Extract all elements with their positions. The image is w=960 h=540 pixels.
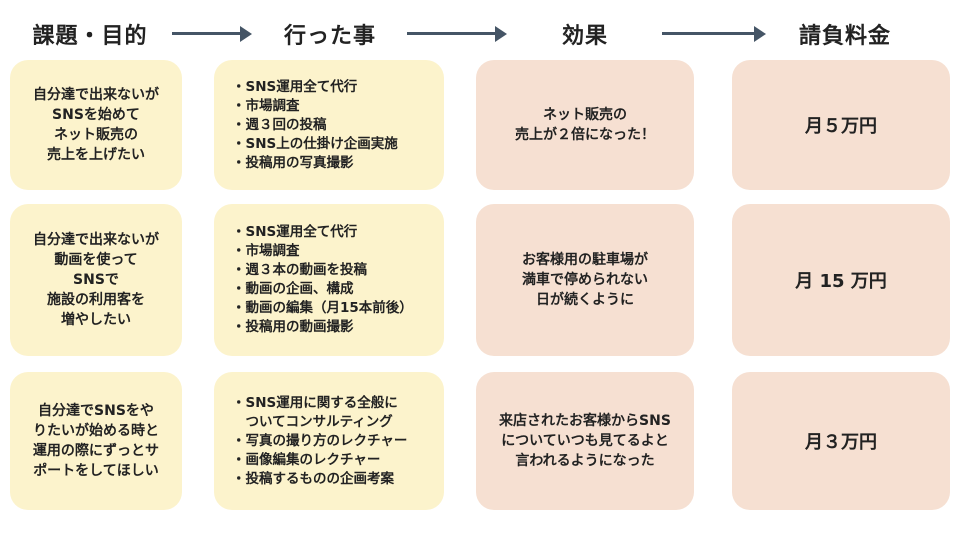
action-item: ・週３本の動画を投稿 (232, 262, 367, 278)
effect-card: お客様用の駐車場が 満車で停められない 日が続くように (476, 204, 694, 356)
actions-list: ・SNS運用全て代行 ・市場調査 ・週３回の投稿 ・SNS上の仕掛け企画実施 ・… (232, 78, 398, 173)
header-fee: 請負料金 (798, 24, 891, 49)
issue-text: 自分達で出来ないが SNSを始めて ネット販売の 売上を上げたい (33, 87, 159, 163)
fee-text: 月３万円 (805, 432, 877, 453)
fee-card: 月 15 万円 (732, 204, 950, 356)
issue-text: 自分達でSNSをや りたいが始める時と 運用の際にずっとサ ポートをしてほしい (32, 403, 160, 479)
header-actions: 行った事 (283, 24, 376, 49)
header-issue: 課題・目的 (32, 24, 148, 49)
action-item: ・SNS運用全て代行 (232, 224, 358, 240)
actions-list: ・SNS運用に関する全般に ついてコンサルティング ・写真の撮り方のレクチャー … (232, 394, 407, 489)
arrow-right-icon (662, 26, 766, 42)
action-item: ・動画の企画、構成 (232, 281, 354, 297)
action-item: ・市場調査 (232, 243, 300, 259)
fee-text: 月 15 万円 (795, 271, 887, 292)
actions-card: ・SNS運用に関する全般に ついてコンサルティング ・写真の撮り方のレクチャー … (214, 372, 444, 510)
issue-text: 自分達で出来ないが 動画を使って SNSで 施設の利用客を 増やしたい (33, 232, 159, 328)
action-item: ・週３回の投稿 (232, 116, 327, 133)
action-item: ・SNS上の仕掛け企画実施 (232, 135, 398, 152)
effect-card: 来店されたお客様からSNS についていつも見てるよと 言われるようになった (476, 372, 694, 510)
fee-card: 月３万円 (732, 372, 950, 510)
action-item: ・投稿用の動画撮影 (232, 319, 354, 335)
action-item: ・市場調査 (232, 97, 300, 114)
action-item: ・投稿するものの企画考案 (232, 470, 394, 487)
action-item: ・SNS運用全て代行 (232, 78, 358, 95)
actions-list: ・SNS運用全て代行 ・市場調査 ・週３本の動画を投稿 ・動画の企画、構成 ・動… (232, 223, 413, 337)
effect-text: ネット販売の 売上が２倍になった！ (515, 107, 655, 143)
fee-text: 月５万円 (805, 116, 877, 137)
action-item: ・動画の編集（月15本前後） (232, 300, 413, 316)
issue-card: 自分達で出来ないが 動画を使って SNSで 施設の利用客を 増やしたい (10, 204, 182, 356)
header-effect: 効果 (561, 24, 608, 49)
issue-card: 自分達で出来ないが SNSを始めて ネット販売の 売上を上げたい (10, 60, 182, 190)
fee-card: 月５万円 (732, 60, 950, 190)
arrow-right-icon (407, 26, 507, 42)
effect-card: ネット販売の 売上が２倍になった！ (476, 60, 694, 190)
issue-card: 自分達でSNSをや りたいが始める時と 運用の際にずっとサ ポートをしてほしい (10, 372, 182, 510)
action-item: ・写真の撮り方のレクチャー (232, 432, 408, 449)
actions-card: ・SNS運用全て代行 ・市場調査 ・週３回の投稿 ・SNS上の仕掛け企画実施 ・… (214, 60, 444, 190)
effect-text: お客様用の駐車場が 満車で停められない 日が続くように (522, 252, 648, 308)
actions-card: ・SNS運用全て代行 ・市場調査 ・週３本の動画を投稿 ・動画の企画、構成 ・動… (214, 204, 444, 356)
effect-text: 来店されたお客様からSNS についていつも見てるよと 言われるようになった (499, 413, 671, 469)
arrow-right-icon (172, 26, 252, 42)
action-item: ・SNS運用に関する全般に ついてコンサルティング (232, 394, 398, 430)
action-item: ・画像編集のレクチャー (232, 451, 381, 468)
action-item: ・投稿用の写真撮影 (232, 154, 354, 171)
